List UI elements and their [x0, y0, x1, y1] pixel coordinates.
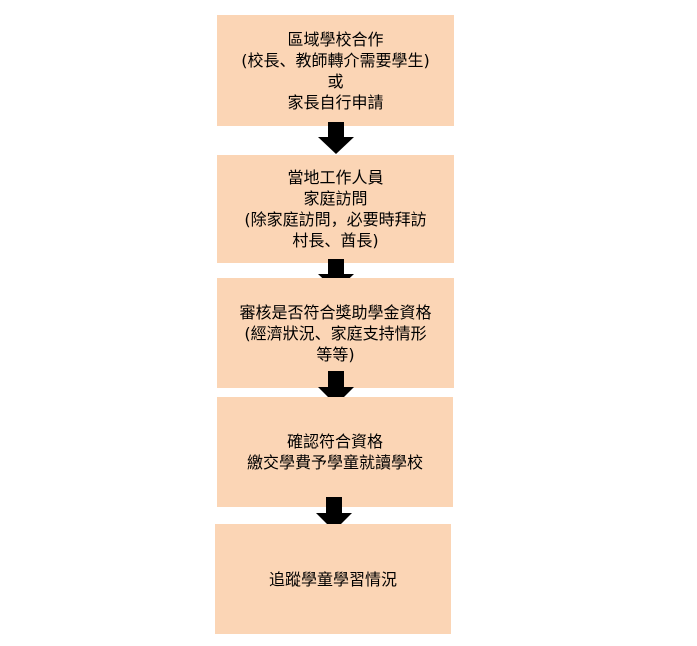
- step-text-line: (除家庭訪問，必要時拜訪: [244, 210, 427, 229]
- step-text-line: 等等): [316, 344, 355, 364]
- step-text-line: 區域學校合作: [287, 29, 384, 49]
- flow-step-application: 區域學校合作 (校長、教師轉介需要學生) 或 家長自行申請: [217, 15, 454, 126]
- flow-step-tuition-payment: 確認符合資格 繳交學費予學童就讀學校: [217, 397, 453, 507]
- flow-step-eligibility-review: 審核是否符合獎助學金資格 (經濟狀況、家庭支持情形 等等): [217, 278, 454, 388]
- step-text-line: 追蹤學童學習情況: [268, 569, 397, 589]
- flow-step-learning-followup: 追蹤學童學習情況: [215, 524, 451, 634]
- step-text-line: (校長、教師轉介需要學生): [241, 50, 430, 70]
- step-text-line: 繳交學費予學童就讀學校: [246, 453, 423, 472]
- step-text-line: 或: [327, 71, 344, 91]
- step-text-line: 當地工作人員: [287, 168, 384, 187]
- down-arrow-icon: [316, 497, 352, 531]
- down-arrow-icon: [318, 122, 354, 154]
- flow-step-home-visit: 當地工作人員 家庭訪問 (除家庭訪問，必要時拜訪 村長、酋長): [217, 155, 454, 263]
- down-arrow-icon: [318, 371, 354, 405]
- step-text-line: 審核是否符合獎助學金資格: [239, 302, 432, 322]
- step-text-line: 確認符合資格: [286, 432, 383, 451]
- step-text-line: 家庭訪問: [303, 189, 368, 208]
- step-text-line: (經濟狀況、家庭支持情形: [244, 323, 427, 343]
- step-text-line: 家長自行申請: [287, 92, 384, 112]
- step-text-line: 村長、酋長): [292, 231, 379, 250]
- down-arrow-icon: [318, 259, 354, 291]
